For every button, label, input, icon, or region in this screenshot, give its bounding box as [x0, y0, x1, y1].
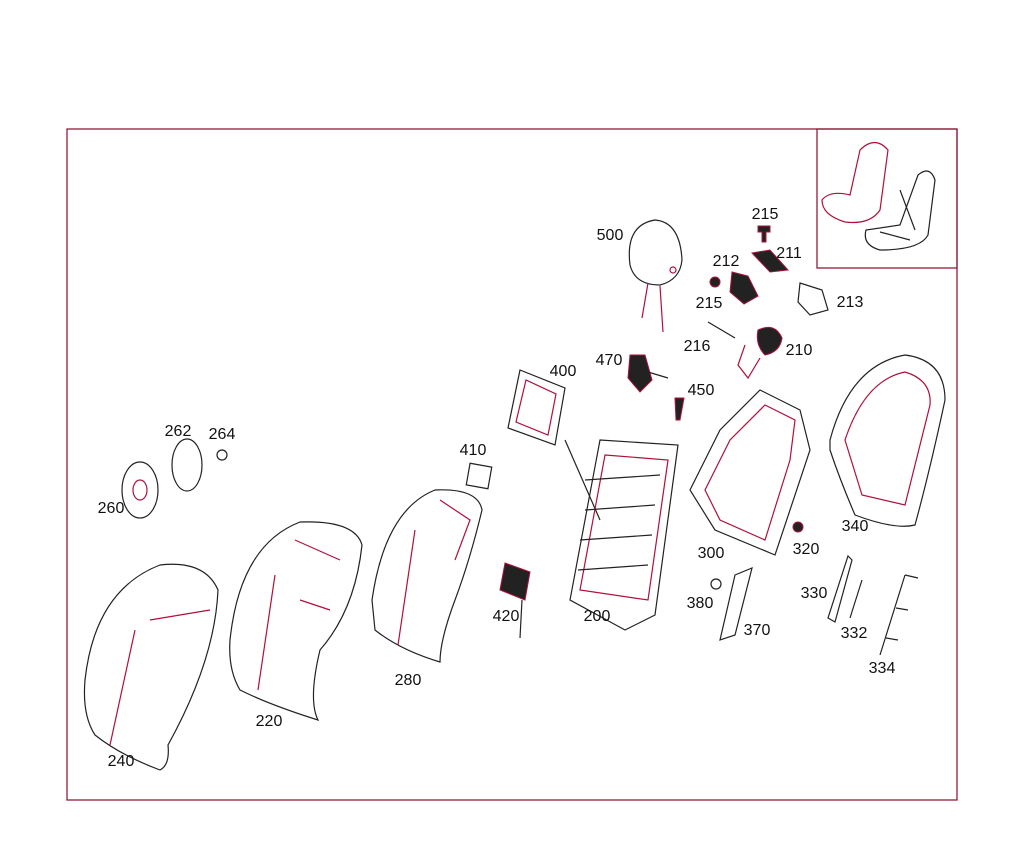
part-450 [674, 397, 685, 421]
callout-370: 370 [744, 622, 771, 639]
callout-264: 264 [209, 426, 236, 443]
part-380 [710, 578, 722, 590]
part-264 [216, 449, 228, 461]
part-262 [171, 438, 203, 492]
callout-211: 211 [776, 245, 802, 262]
callout-210: 210 [786, 342, 813, 359]
seat-overview-inset [816, 128, 958, 269]
callout-450: 450 [688, 382, 715, 399]
part-332 [849, 579, 863, 619]
diagram-frame [66, 128, 958, 801]
part-220-cover [229, 521, 363, 721]
part-410 [465, 462, 493, 490]
part-260 [121, 461, 159, 519]
callout-280: 280 [395, 672, 422, 689]
part-216 [707, 321, 736, 339]
callout-260: 260 [98, 500, 125, 517]
callout-200: 200 [584, 608, 611, 625]
callout-400: 400 [550, 363, 577, 380]
part-300-frame [689, 389, 811, 556]
callout-470: 470 [596, 352, 623, 369]
callout-215-bottom: 215 [696, 295, 723, 312]
callout-216: 216 [684, 338, 711, 355]
callout-334: 334 [869, 660, 896, 677]
part-215-clip [757, 225, 771, 243]
part-320 [792, 521, 804, 533]
part-240-cover [83, 563, 219, 771]
callout-332: 332 [841, 625, 868, 642]
callout-240: 240 [108, 753, 135, 770]
callout-340: 340 [842, 518, 869, 535]
callout-212: 212 [713, 253, 740, 270]
part-340-back-panel [829, 354, 946, 527]
callout-215-top: 215 [752, 206, 779, 223]
part-500-headrest [628, 219, 683, 333]
part-213 [797, 282, 829, 316]
part-400 [507, 369, 566, 446]
callout-500: 500 [597, 227, 624, 244]
part-211 [750, 249, 790, 273]
callout-300: 300 [698, 545, 725, 562]
callout-380: 380 [687, 595, 714, 612]
callout-420: 420 [493, 608, 520, 625]
callout-330: 330 [801, 585, 828, 602]
part-215-b [709, 276, 721, 288]
part-370 [719, 566, 753, 641]
part-420 [499, 562, 531, 639]
part-334 [879, 574, 919, 656]
callout-320: 320 [793, 541, 820, 558]
part-200-frame [564, 439, 679, 631]
part-280-pad [371, 489, 483, 663]
part-470 [627, 354, 669, 393]
callout-410: 410 [460, 442, 487, 459]
callout-213: 213 [837, 294, 864, 311]
callout-220: 220 [256, 713, 283, 730]
part-212 [729, 271, 759, 305]
part-210 [737, 326, 783, 380]
part-330 [827, 554, 853, 623]
callout-262: 262 [165, 423, 192, 440]
